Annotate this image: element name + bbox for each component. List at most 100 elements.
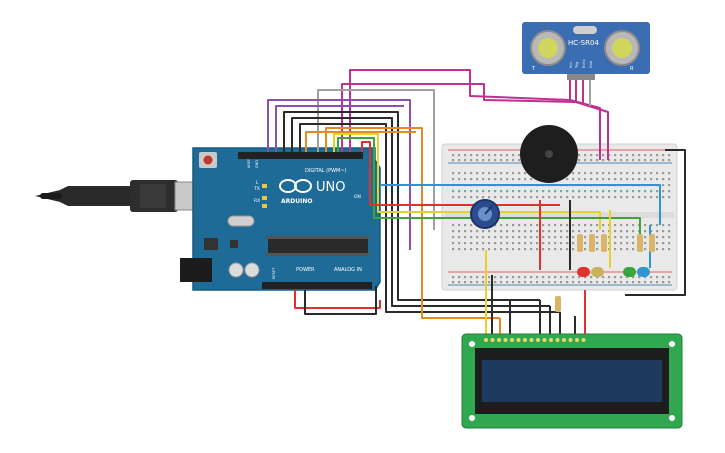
breadboard-hole — [524, 248, 527, 251]
breadboard-hole — [458, 276, 461, 279]
led-blue — [637, 267, 650, 277]
breadboard-hole — [530, 236, 533, 239]
breadboard-hole — [614, 154, 617, 157]
breadboard-hole — [644, 159, 647, 162]
breadboard-hole — [458, 281, 461, 284]
breadboard-hole — [596, 172, 599, 175]
breadboard-hole — [488, 230, 491, 233]
breadboard-hole — [668, 242, 671, 245]
breadboard-hole — [668, 184, 671, 187]
breadboard-hole — [458, 236, 461, 239]
breadboard-hole — [650, 196, 653, 199]
led-yellow — [591, 267, 604, 277]
breadboard-hole — [518, 178, 521, 181]
breadboard-hole — [482, 242, 485, 245]
breadboard-hole — [536, 196, 539, 199]
breadboard-hole — [530, 178, 533, 181]
breadboard-hole — [482, 230, 485, 233]
breadboard-hole — [566, 178, 569, 181]
lcd-pin — [503, 338, 508, 342]
breadboard-hole — [458, 248, 461, 251]
digital-header-label: DIGITAL (PWM~) — [305, 168, 347, 174]
breadboard-hole — [626, 281, 629, 284]
breadboard-hole — [518, 276, 521, 279]
breadboard-hole — [626, 276, 629, 279]
breadboard-hole — [614, 236, 617, 239]
breadboard-hole — [494, 224, 497, 227]
breadboard-hole — [452, 172, 455, 175]
analog-label: ANALOG IN — [334, 267, 362, 273]
lcd-pin — [490, 338, 495, 342]
breadboard-hole — [620, 196, 623, 199]
breadboard-hole — [494, 159, 497, 162]
breadboard-hole — [638, 159, 641, 162]
breadboard-hole — [620, 248, 623, 251]
breadboard-hole — [512, 178, 515, 181]
breadboard-hole — [458, 224, 461, 227]
breadboard-hole — [476, 236, 479, 239]
breadboard-hole — [458, 178, 461, 181]
breadboard-hole — [638, 196, 641, 199]
breadboard-hole — [494, 178, 497, 181]
breadboard-hole — [512, 276, 515, 279]
breadboard-hole — [596, 178, 599, 181]
breadboard-hole — [554, 281, 557, 284]
breadboard-hole — [554, 190, 557, 193]
l-label: L — [256, 180, 259, 186]
breadboard-hole — [668, 281, 671, 284]
breadboard-hole — [500, 159, 503, 162]
breadboard-hole — [476, 154, 479, 157]
breadboard-hole — [530, 196, 533, 199]
breadboard-hole — [614, 276, 617, 279]
breadboard-hole — [482, 154, 485, 157]
breadboard-hole — [596, 154, 599, 157]
breadboard-hole — [566, 276, 569, 279]
breadboard-hole — [470, 154, 473, 157]
breadboard-hole — [572, 172, 575, 175]
breadboard-hole — [584, 276, 587, 279]
breadboard-hole — [524, 190, 527, 193]
breadboard-hole — [632, 281, 635, 284]
breadboard-hole — [626, 242, 629, 245]
breadboard-hole — [644, 230, 647, 233]
breadboard-hole — [458, 196, 461, 199]
breadboard-hole — [494, 236, 497, 239]
breadboard-hole — [524, 281, 527, 284]
lcd-pin — [562, 338, 566, 342]
breadboard-hole — [638, 190, 641, 193]
lcd-pin — [581, 338, 586, 342]
resistors — [555, 234, 655, 312]
breadboard-hole — [596, 248, 599, 251]
breadboard-hole — [476, 242, 479, 245]
breadboard-hole — [572, 196, 575, 199]
sensor-pin-vcc: Vcc — [569, 62, 573, 68]
breadboard-hole — [596, 230, 599, 233]
breadboard-hole — [482, 248, 485, 251]
wires — [267, 69, 686, 336]
lcd-pin — [568, 338, 573, 342]
potentiometer — [470, 199, 500, 229]
breadboard-hole — [656, 281, 659, 284]
breadboard-hole — [572, 224, 575, 227]
arduino-logo — [279, 179, 312, 193]
breadboard-hole — [548, 196, 551, 199]
breadboard-hole — [572, 178, 575, 181]
breadboard-hole — [488, 281, 491, 284]
breadboard-hole — [632, 276, 635, 279]
breadboard-hole — [470, 224, 473, 227]
breadboard-hole — [620, 236, 623, 239]
breadboard-hole — [500, 230, 503, 233]
breadboard-hole — [452, 178, 455, 181]
breadboard-hole — [632, 172, 635, 175]
breadboard-hole — [464, 159, 467, 162]
breadboard-hole — [512, 248, 515, 251]
breadboard-hole — [512, 224, 515, 227]
breadboard-hole — [632, 236, 635, 239]
breadboard-hole — [518, 159, 521, 162]
breadboard-hole — [656, 159, 659, 162]
breadboard-hole — [644, 248, 647, 251]
breadboard-hole — [638, 178, 641, 181]
breadboard-hole — [512, 230, 515, 233]
lcd-pin — [484, 338, 488, 342]
breadboard-hole — [578, 230, 581, 233]
